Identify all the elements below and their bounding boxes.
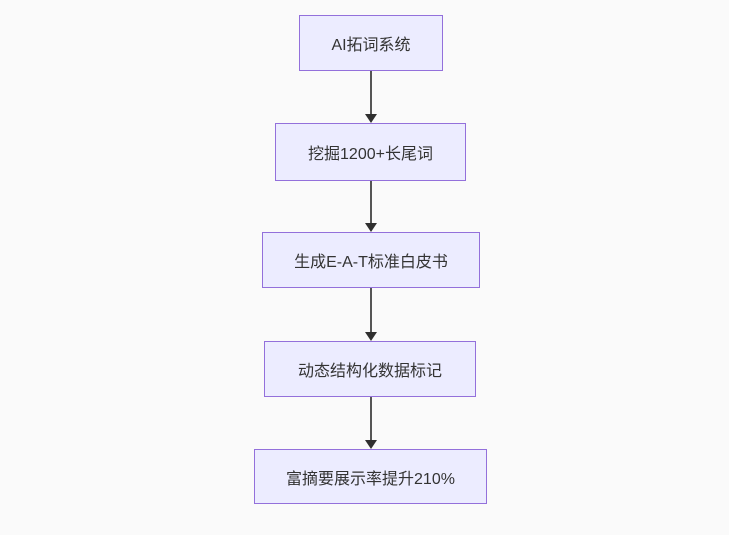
- flow-arrow: [364, 71, 377, 123]
- flow-arrow: [364, 181, 377, 232]
- node-label: AI拓词系统: [331, 37, 411, 54]
- arrow-line: [369, 397, 372, 441]
- flowchart-node-structured-data: 动态结构化数据标记: [264, 341, 476, 397]
- arrow-line: [369, 181, 372, 224]
- node-label: 生成E-A-T标准白皮书: [294, 254, 448, 271]
- arrow-head-icon: [364, 114, 377, 123]
- flowchart-node-eat-whitepaper: 生成E-A-T标准白皮书: [262, 232, 480, 288]
- node-label: 挖掘1200+长尾词: [308, 146, 433, 163]
- arrow-head-icon: [364, 332, 377, 341]
- flow-arrow: [364, 397, 377, 449]
- arrow-line: [369, 71, 372, 115]
- node-label: 富摘要展示率提升210%: [286, 470, 455, 488]
- node-label: 动态结构化数据标记: [297, 363, 442, 380]
- arrow-head-icon: [364, 223, 377, 232]
- arrow-line: [369, 288, 372, 333]
- flow-arrow: [364, 288, 377, 341]
- arrow-head-icon: [364, 440, 377, 449]
- flowchart-node-longtail-mining: 挖掘1200+长尾词: [275, 123, 466, 181]
- flowchart-node-ai-word-system: AI拓词系统: [299, 15, 443, 71]
- flowchart-node-rich-snippet-result: 富摘要展示率提升210%: [254, 449, 487, 504]
